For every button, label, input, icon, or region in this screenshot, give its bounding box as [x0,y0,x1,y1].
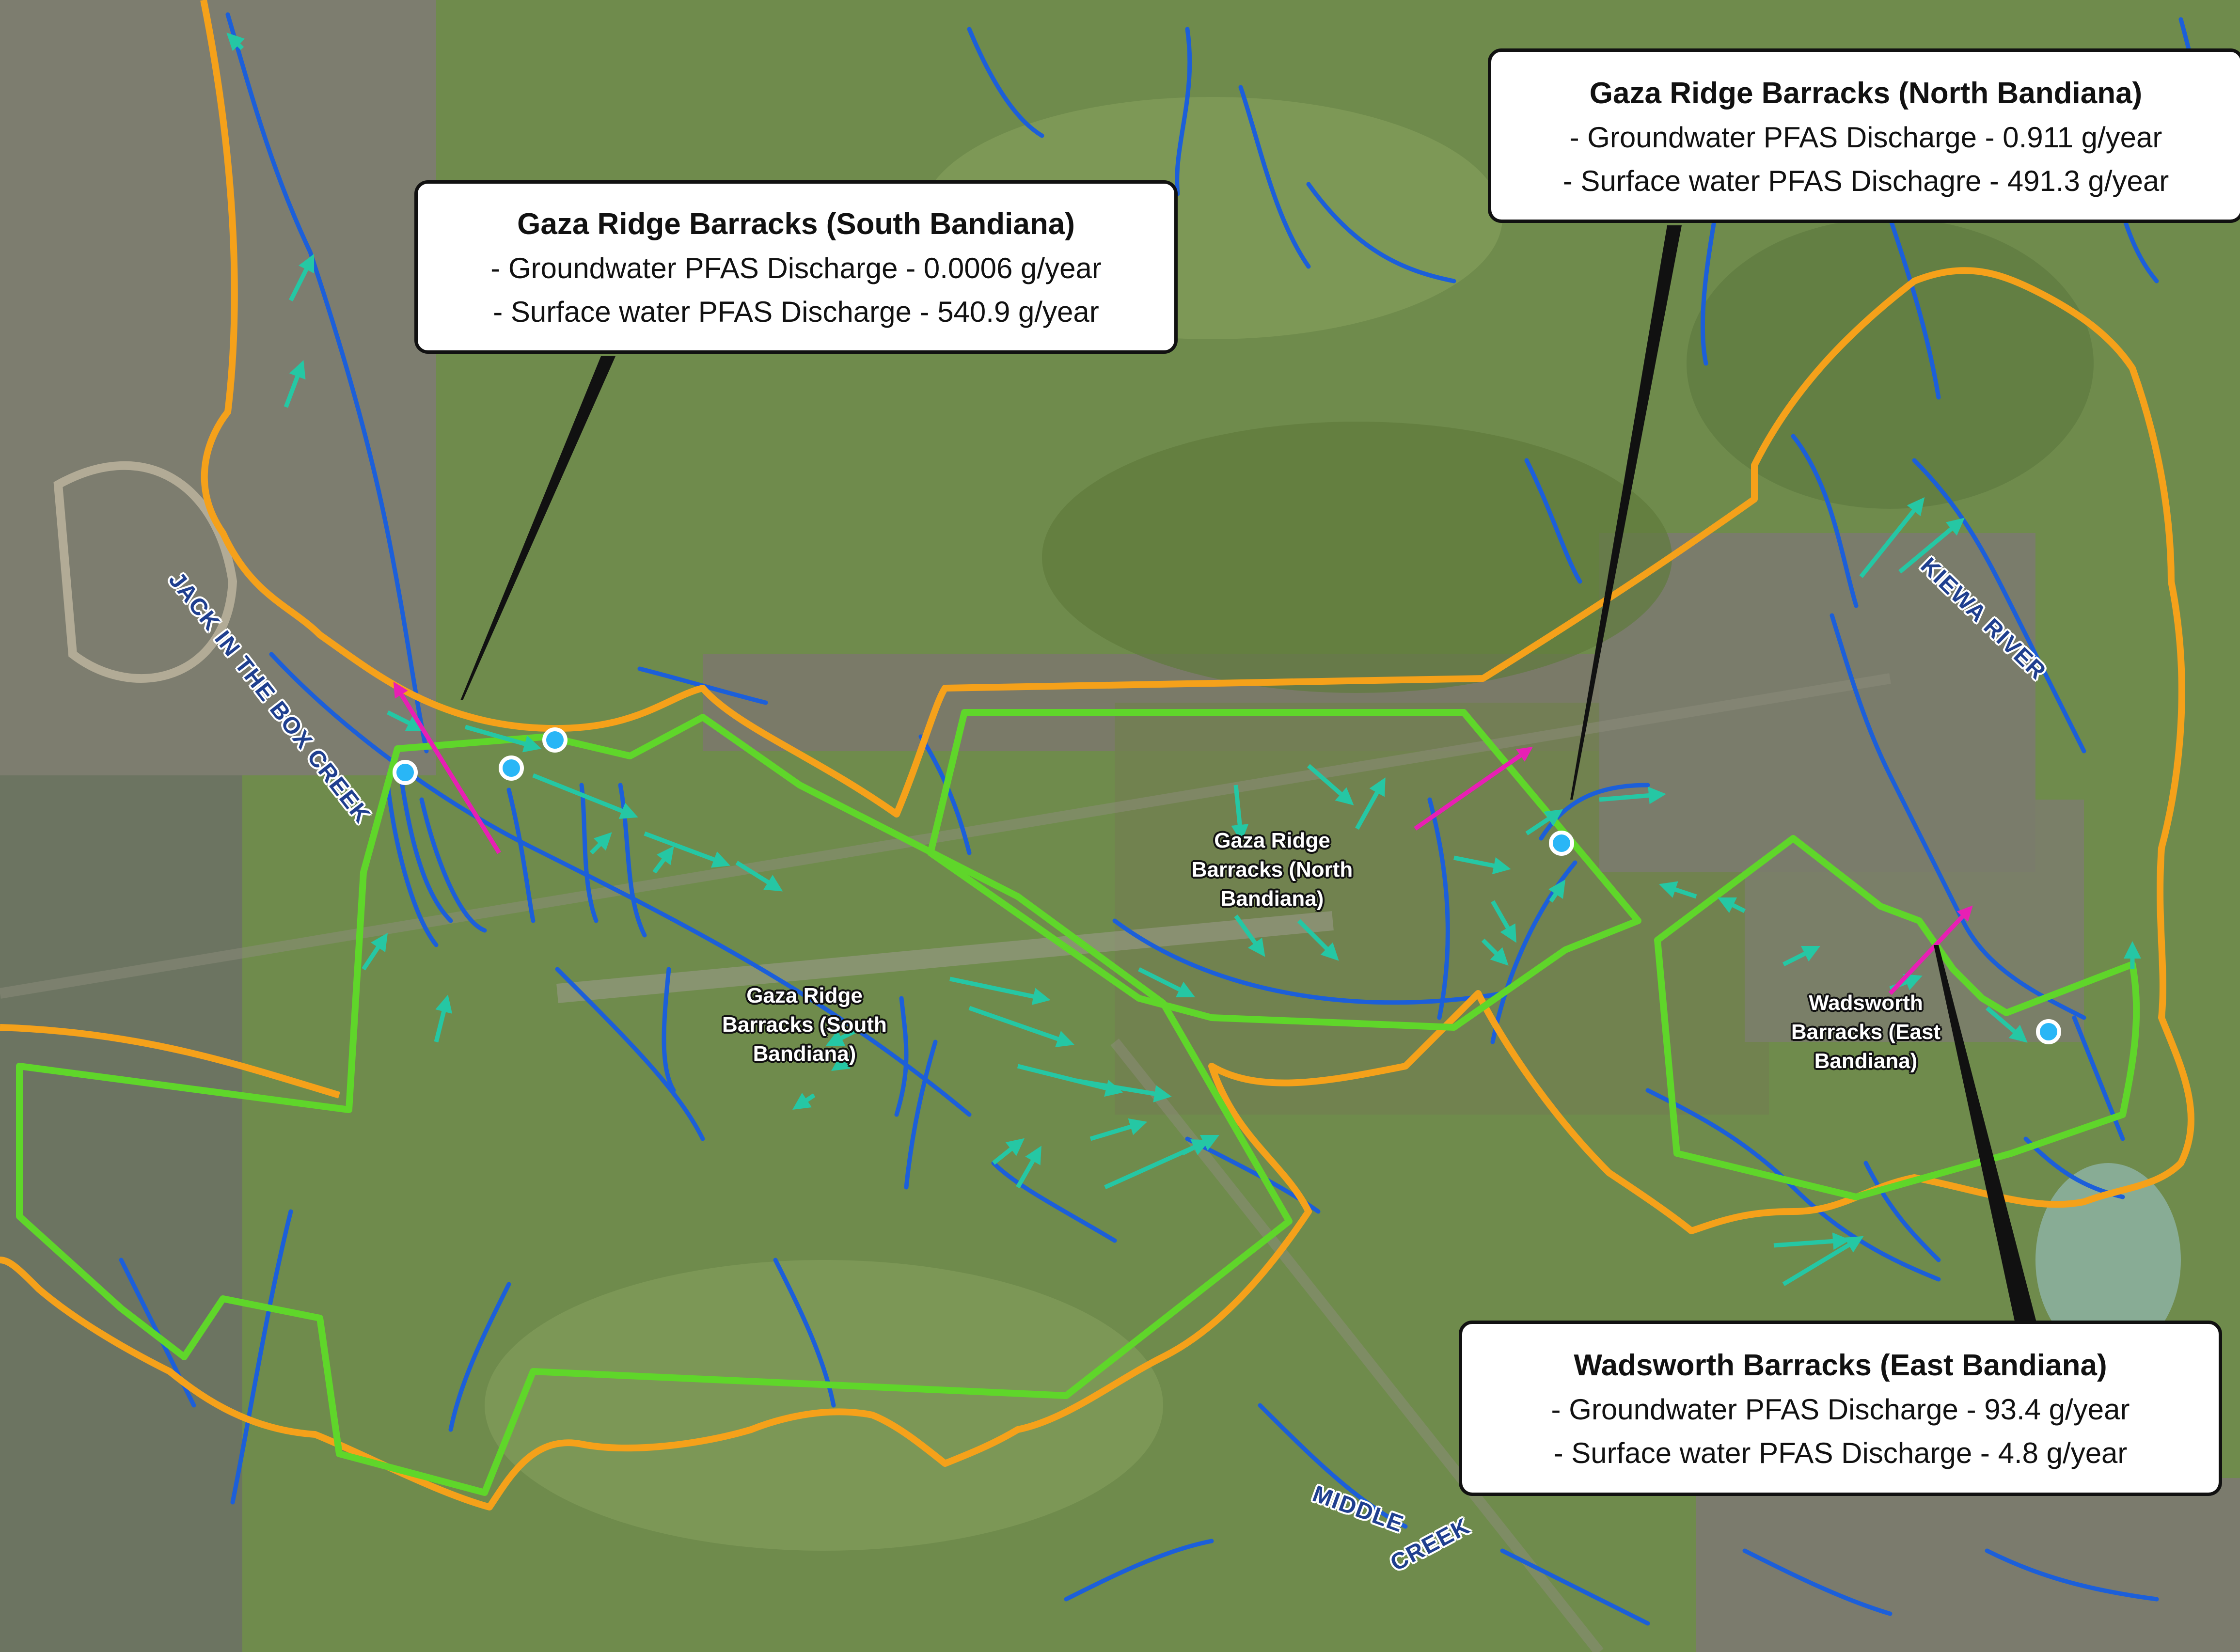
callout-north-groundwater: - Groundwater PFAS Discharge - 0.911 g/y… [1569,121,2162,154]
site-label-east-line2: Barracks (East [1791,1020,1941,1044]
site-label-north-line1: Gaza Ridge [1214,829,1330,852]
callout-north-surface: - Surface water PFAS Dischagre - 491.3 g… [1562,165,2169,197]
callout-south-groundwater: - Groundwater PFAS Discharge - 0.0006 g/… [490,252,1102,284]
callout-south-title: Gaza Ridge Barracks (South Bandiana) [517,207,1075,241]
site-label-north-line3: Bandiana) [1220,887,1324,911]
site-label-south-line2: Barracks (South [722,1013,887,1037]
discharge-arrows [393,681,1973,995]
callout-south-surface: - Surface water PFAS Discharge - 540.9 g… [493,296,1099,328]
boundary-north-bandiana [927,709,1641,1031]
callout-north-bandiana: Gaza Ridge Barracks (North Bandiana) - G… [1488,48,2240,223]
site-label-east-bandiana: Wadsworth Barracks (East Bandiana) [1788,989,1943,1076]
callout-south-bandiana: Gaza Ridge Barracks (South Bandiana) - G… [414,180,1178,354]
callout-pointers [460,225,2038,1328]
callout-east-groundwater: - Groundwater PFAS Discharge - 93.4 g/ye… [1551,1393,2130,1426]
flow-direction-arrows [226,32,2141,1286]
callout-east-bandiana: Wadsworth Barracks (East Bandiana) - Gro… [1459,1321,2222,1496]
site-label-south-line3: Bandiana) [753,1042,856,1066]
callout-east-title: Wadsworth Barracks (East Bandiana) [1574,1349,2107,1382]
site-label-south-line1: Gaza Ridge [746,984,863,1007]
callout-east-surface: - Surface water PFAS Discharge - 4.8 g/y… [1553,1437,2128,1469]
catchment-boundary [0,0,2194,1510]
site-label-north-bandiana: Gaza Ridge Barracks (North Bandiana) [1190,826,1355,913]
site-label-east-line1: Wadsworth [1809,991,1923,1015]
site-boundaries [16,709,2140,1496]
boundary-east-bandiana [1654,835,2140,1200]
discharge-points [393,727,2061,1044]
site-label-south-bandiana: Gaza Ridge Barracks (South Bandiana) [717,981,892,1069]
callout-north-title: Gaza Ridge Barracks (North Bandiana) [1589,77,2143,110]
boundary-south-bandiana [16,714,1293,1496]
site-label-east-line3: Bandiana) [1814,1049,1918,1073]
site-label-north-line2: Barracks (North [1191,858,1353,881]
